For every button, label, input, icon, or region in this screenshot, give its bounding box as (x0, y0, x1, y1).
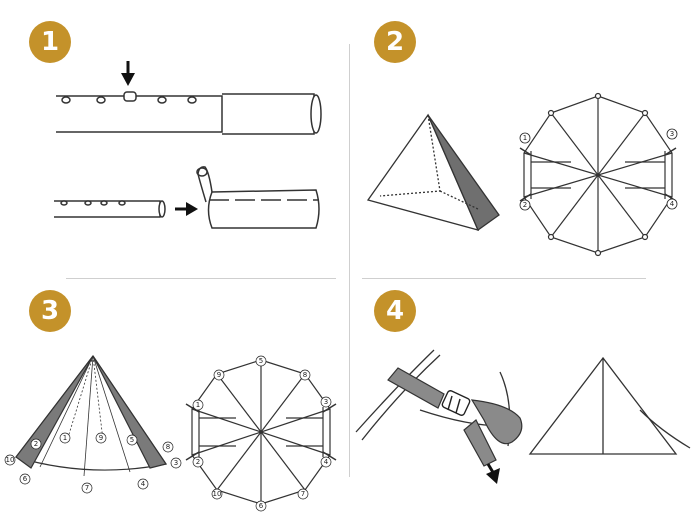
cone-label-b: 1 (63, 434, 67, 442)
step-4-badge: 4 (374, 290, 416, 332)
floor-plan-step3-numbers (192, 355, 332, 512)
cone-label-g: 6 (23, 475, 28, 483)
step-1-badge: 1 (29, 21, 71, 63)
horizontal-divider-left (66, 278, 336, 279)
cone-label-h: 7 (85, 484, 89, 492)
cone-label-c: 9 (99, 434, 103, 442)
plan-label-right-mid: 3 (324, 398, 328, 406)
tent-fabric-edge (355, 349, 521, 447)
strap-buckle-icon (441, 390, 471, 416)
pole-upper-thin-section (56, 95, 223, 133)
tent-final (528, 356, 691, 455)
plan-label-bottom-mid: 6 (259, 502, 264, 510)
tent-floor-plan-step3 (185, 359, 337, 505)
plan-label-bottom-right: 7 (301, 490, 305, 498)
stake-label-1: 1 (523, 134, 527, 142)
vertical-divider (349, 44, 350, 477)
cone-label-j: 3 (174, 459, 178, 467)
storage-bag (196, 166, 320, 229)
plan-label-right-upper: 8 (303, 371, 307, 379)
pole-button (123, 91, 137, 102)
tent-pyramid (366, 113, 500, 231)
step-2-badge: 2 (374, 21, 416, 63)
plan-label-bottom-left: 10 (213, 490, 222, 498)
plan-label-left-mid: 1 (196, 401, 200, 409)
stake-label-4: 4 (670, 200, 675, 208)
floor-plan-step2-numbers (519, 128, 678, 211)
horizontal-divider-right (362, 278, 646, 279)
pole-holes-upper (61, 96, 197, 104)
cone-label-d: 5 (130, 436, 134, 444)
plan-label-left-upper: 9 (217, 371, 221, 379)
pole-upper-end-cap (310, 94, 322, 134)
stake-label-2: 2 (523, 201, 527, 209)
cone-label-i: 4 (141, 480, 146, 488)
arrow-right-icon (175, 202, 198, 216)
cone-label-a: 2 (34, 440, 38, 448)
plan-label-right-lower: 4 (324, 458, 329, 466)
step-3-badge: 3 (29, 290, 71, 332)
plan-label-left-lower: 2 (196, 458, 200, 466)
pull-arrow-icon (486, 463, 500, 484)
tent-floor-plan-step2 (519, 92, 677, 257)
stake-label-3: 3 (670, 130, 674, 138)
cone-label-f: 10 (6, 456, 15, 464)
adjustment-strap (387, 367, 523, 467)
cone-label-e: 8 (166, 443, 170, 451)
plan-label-top: 5 (259, 357, 263, 365)
arrow-down-icon (121, 61, 135, 86)
tent-cone-numbers (4, 432, 182, 494)
